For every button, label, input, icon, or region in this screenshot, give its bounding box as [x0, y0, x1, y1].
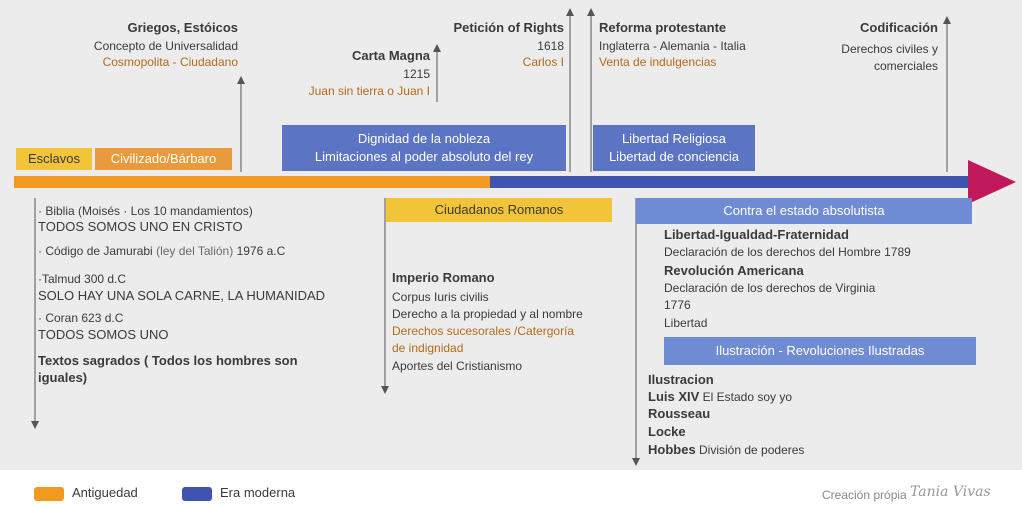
coran-text: · Coran 623 d.C	[38, 311, 124, 325]
libertad-title: Libertad-Igualdad-Fraternidad	[664, 227, 849, 242]
griegos-line2: Cosmopolita - Ciudadano	[102, 55, 238, 69]
carta-title: Carta Magna	[351, 48, 430, 63]
griegos-line1: Concepto de Universalidad	[93, 39, 238, 53]
credit-signature: Tania Vivas	[910, 484, 991, 500]
libertad-text: Libertad	[664, 316, 708, 330]
codigo-text: · Código de Jamurabi (ley del Talión) 19…	[38, 244, 285, 259]
rousseau-text: Rousseau	[648, 406, 711, 421]
reforma-title: Reforma protestante	[599, 20, 727, 35]
religiosa-box: Libertad Religiosa Libertad de concienci…	[593, 125, 755, 171]
legend-label-era-moderna: Era moderna	[220, 485, 296, 500]
luis-name: Luis XIV	[648, 389, 700, 404]
year-1776-text: 1776	[664, 298, 691, 312]
carta-line2: Juan sin tierra o Juan I	[308, 84, 430, 98]
sucesorales-text: Derechos sucesorales /Catergoría	[392, 324, 575, 338]
religiosa-line1: Libertad Religiosa	[621, 131, 727, 146]
locke-text: Locke	[648, 424, 686, 439]
decl-hombre-text: Declaración de los derechos del Hombre 1…	[664, 245, 911, 259]
reforma-line2: Venta de indulgencias	[599, 55, 717, 69]
talmud-text: ·Talmud 300 d.C	[38, 272, 127, 286]
dignidad-line2: Limitaciones al poder absoluto del rey	[314, 149, 534, 164]
diagram-canvas: Griegos, Estóicos Concepto de Universali…	[0, 0, 1022, 470]
legend-swatch-antiguedad	[34, 487, 64, 501]
ilustracion-title: Ilustracion	[648, 372, 714, 387]
hobbes-name: Hobbes	[648, 442, 696, 457]
legend-label-antiguedad: Antiguedad	[72, 485, 138, 500]
reforma-line1: Inglaterra - Alemania - Italia	[599, 39, 746, 53]
dignidad-box: Dignidad de la nobleza Limitaciones al p…	[282, 125, 566, 171]
rev-americana-title: Revolución Americana	[664, 263, 804, 278]
griegos-title: Griegos, Estóicos	[127, 20, 238, 35]
sagrados-line1: Textos sagrados ( Todos los hombres son	[38, 353, 298, 368]
codificacion-line1: Derechos civiles y	[841, 42, 938, 56]
cristianismo-text: Aportes del Cristianismo	[392, 359, 523, 373]
carne-text: SOLO HAY UNA SOLA CARNE, LA HUMANIDAD	[38, 288, 326, 303]
contra-box: Contra el estado absolutista	[636, 198, 972, 224]
legend-swatch-era-moderna	[182, 487, 212, 501]
timeline-antiguedad	[14, 176, 490, 188]
todos-cristo-text: TODOS SOMOS UNO EN CRISTO	[38, 219, 243, 234]
timeline-moderna	[490, 176, 968, 188]
codificacion-line2: comerciales	[873, 59, 938, 73]
decl-virginia-text: Declaración de los derechos de Virginia	[664, 281, 876, 295]
civilizado-box: Civilizado/Bárbaro	[95, 148, 232, 170]
corpus-text: Corpus Iuris civilis	[392, 290, 489, 304]
imperio-title: Imperio Romano	[392, 270, 495, 285]
indignidad-text: de indignidad	[392, 341, 464, 355]
peticion-year: 1618	[537, 39, 564, 53]
codigo-a: · Código de Jamurabi	[38, 244, 153, 258]
luis-quote: El Estado soy yo	[702, 390, 793, 404]
esclavos-box: Esclavos	[16, 148, 92, 170]
hobbes-line: Hobbes División de poderes	[648, 442, 804, 458]
codigo-b: (ley del Talión)	[156, 244, 234, 258]
timeline-arrowhead	[968, 160, 1016, 204]
biblia-text: · Biblia (Moisés · Los 10 mandamientos)	[38, 204, 253, 218]
ciudadanos-box: Ciudadanos Romanos	[386, 198, 612, 222]
connector-lines	[14, 8, 1016, 466]
peticion-line2: Carlos I	[522, 55, 564, 69]
dignidad-line1: Dignidad de la nobleza	[357, 131, 491, 146]
ilustracion-box: Ilustración - Revoluciones Ilustradas	[664, 337, 976, 365]
carta-year: 1215	[403, 67, 430, 81]
todos-uno-text: TODOS SOMOS UNO	[38, 327, 169, 342]
luis-line: Luis XIV El Estado soy yo	[648, 389, 792, 405]
peticion-title: Petición of Rights	[453, 20, 565, 35]
credit-text: Creación própia	[822, 488, 907, 502]
codigo-c: 1976 a.C	[236, 244, 286, 258]
religiosa-line2: Libertad de conciencia	[608, 149, 740, 164]
derecho-text: Derecho a la propiedad y al nombre	[392, 307, 583, 321]
codificacion-title: Codificación	[859, 20, 938, 35]
sagrados-line2: iguales)	[38, 370, 88, 385]
hobbes-text: División de poderes	[699, 443, 805, 457]
